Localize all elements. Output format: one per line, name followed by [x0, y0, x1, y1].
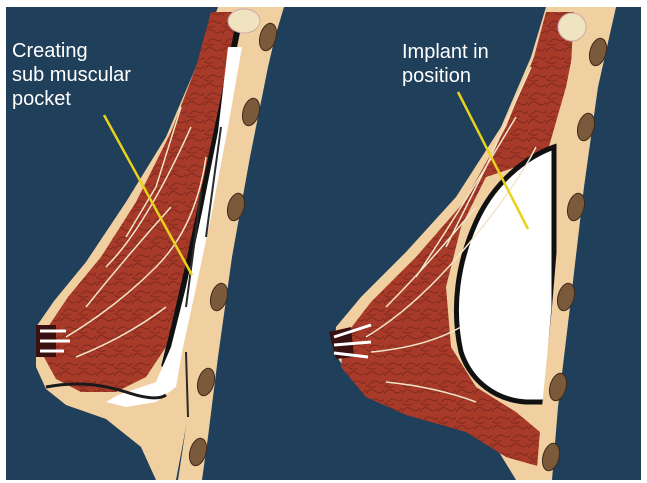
label-left-line2: sub muscular — [12, 63, 131, 87]
diagram-panel: Creating sub muscular pocket Implant in … — [6, 7, 641, 480]
label-right-line1: Implant in — [402, 40, 489, 64]
label-left-line1: Creating — [12, 39, 131, 63]
label-left-line3: pocket — [12, 87, 131, 111]
left-clavicle — [228, 9, 260, 33]
label-creating-pocket: Creating sub muscular pocket — [12, 39, 131, 111]
label-right-line2: position — [402, 64, 489, 88]
label-implant-position: Implant in position — [402, 40, 489, 88]
right-clavicle — [558, 13, 586, 41]
